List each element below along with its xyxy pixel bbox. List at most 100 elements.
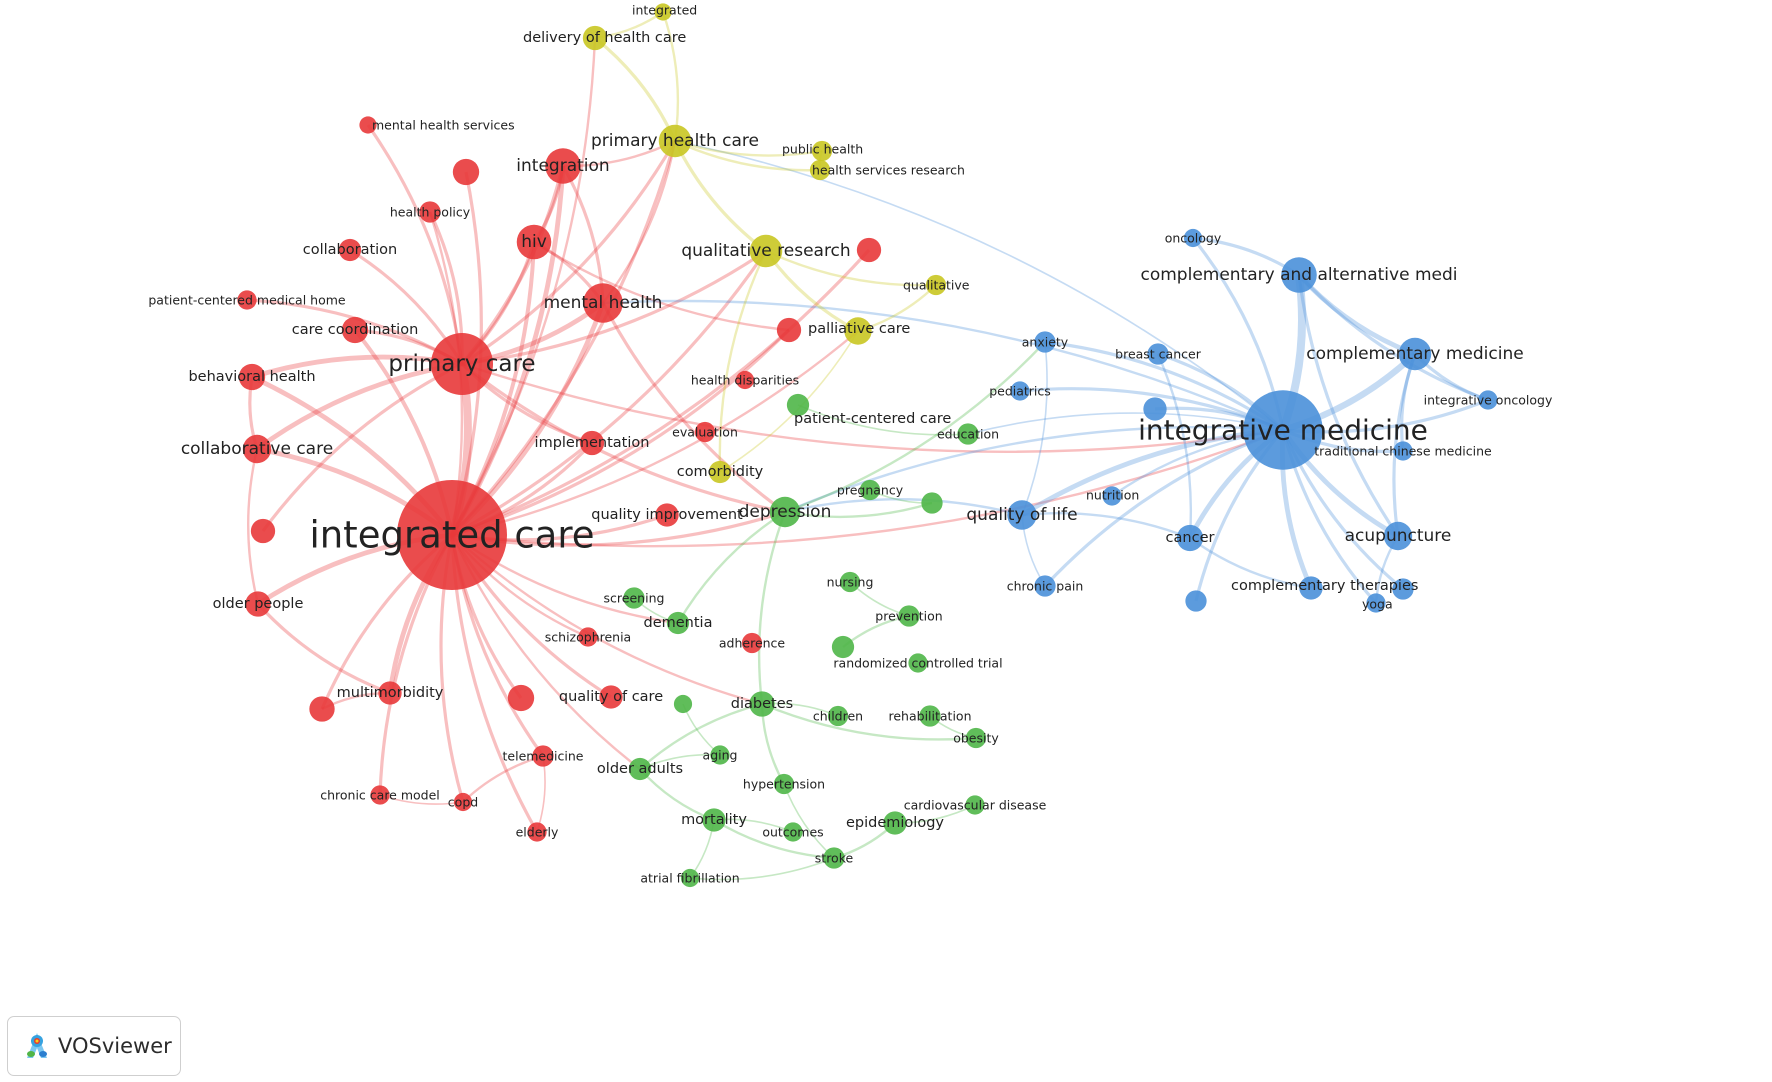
node-patient-centered-medical-home[interactable] <box>237 290 257 310</box>
node-collaboration[interactable] <box>338 238 362 262</box>
node-r-unl-4[interactable] <box>309 696 335 722</box>
node-g-unl-2[interactable] <box>831 635 855 659</box>
node-palliative-care[interactable] <box>844 317 872 345</box>
node-integrative-oncology[interactable] <box>1478 390 1498 410</box>
node-public-health[interactable] <box>811 140 833 162</box>
node-complementary-and-alternative-medi[interactable] <box>1281 257 1317 293</box>
node-chronic-care-model[interactable] <box>370 785 390 805</box>
node-integrated-care[interactable] <box>397 480 507 590</box>
node-evaluation[interactable] <box>694 421 716 443</box>
node-breast-cancer[interactable] <box>1147 343 1169 365</box>
node-r-unl-1[interactable] <box>452 158 480 186</box>
node-b-unl-3[interactable] <box>1392 578 1414 600</box>
node-g-unl-1[interactable] <box>921 492 943 514</box>
node-children[interactable] <box>827 705 849 727</box>
node-complementary-therapies[interactable] <box>1299 576 1323 600</box>
node-care-coordination[interactable] <box>341 316 369 344</box>
node-anxiety[interactable] <box>1034 331 1056 353</box>
label-collaborative-care: collaborative care <box>181 439 333 459</box>
node-r-unl-6[interactable] <box>507 684 535 712</box>
label-pregnancy: pregnancy <box>837 483 904 498</box>
node-epidemiology[interactable] <box>883 811 907 835</box>
node-nutrition[interactable] <box>1102 486 1122 506</box>
node-depression[interactable] <box>769 496 801 528</box>
node-rehabilitation[interactable] <box>919 705 941 727</box>
node-aging[interactable] <box>710 745 730 765</box>
node-hiv[interactable] <box>516 224 552 260</box>
node-atrial-fibrillation[interactable] <box>680 868 700 888</box>
node-copd[interactable] <box>453 792 473 812</box>
node-elderly[interactable] <box>527 822 547 842</box>
node-integrated[interactable] <box>654 3 672 21</box>
node-r-unl-3[interactable] <box>776 317 802 343</box>
node-hypertension[interactable] <box>773 773 795 795</box>
node-complementary-medicine[interactable] <box>1398 337 1432 371</box>
link-diabetes--obesity <box>761 702 977 741</box>
label-quality-of-life: quality of life <box>966 505 1077 525</box>
node-qualitative[interactable] <box>925 274 947 296</box>
node-outcomes[interactable] <box>783 822 803 842</box>
vosviewer-logo-icon <box>27 1033 47 1058</box>
node-dementia[interactable] <box>666 611 690 635</box>
node-collaborative-care[interactable] <box>242 434 272 464</box>
node-qualitative-research[interactable] <box>749 234 783 268</box>
node-b-unl-1[interactable] <box>1143 397 1167 421</box>
link-quality-of-life--depression <box>784 498 1023 517</box>
label-integrative-oncology: integrative oncology <box>1424 393 1553 408</box>
node-multimorbidity[interactable] <box>378 681 402 705</box>
node-stroke[interactable] <box>823 847 845 869</box>
node-screening[interactable] <box>623 587 645 609</box>
node-quality-of-care[interactable] <box>599 685 623 709</box>
label-multimorbidity: multimorbidity <box>337 685 444 701</box>
node-r-unl-2[interactable] <box>856 237 882 263</box>
node-primary-health-care[interactable] <box>658 124 692 158</box>
node-quality-improvement[interactable] <box>655 503 679 527</box>
node-r-unl-5[interactable] <box>250 518 276 544</box>
node-schizophrenia[interactable] <box>578 627 598 647</box>
node-diabetes[interactable] <box>749 691 775 717</box>
node-education[interactable] <box>957 423 979 445</box>
node-health-services-research[interactable] <box>809 159 831 181</box>
node-g-unl-3[interactable] <box>673 694 693 714</box>
node-behavioral-health[interactable] <box>238 363 266 391</box>
node-integration[interactable] <box>545 148 581 184</box>
node-implementation[interactable] <box>579 430 605 456</box>
node-pediatrics[interactable] <box>1010 381 1030 401</box>
link-primary-health-care--health-services-research <box>674 139 821 172</box>
node-chronic-pain[interactable] <box>1034 575 1056 597</box>
node-obesity[interactable] <box>965 727 987 749</box>
node-b-unl-2[interactable] <box>1185 590 1207 612</box>
node-older-people[interactable] <box>245 591 271 617</box>
node-comorbidity[interactable] <box>708 460 732 484</box>
node-yoga[interactable] <box>1366 593 1386 613</box>
node-oncology[interactable] <box>1183 228 1203 248</box>
node-patient-centered-care[interactable] <box>786 393 810 417</box>
node-acupuncture[interactable] <box>1383 521 1413 551</box>
node-mental-health-services[interactable] <box>359 116 377 134</box>
node-older-adults[interactable] <box>628 757 652 781</box>
node-prevention[interactable] <box>898 605 920 627</box>
node-cardiovascular-disease[interactable] <box>965 795 985 815</box>
label-pediatrics: pediatrics <box>989 384 1051 399</box>
node-primary-care[interactable] <box>430 332 494 396</box>
node-mental-health[interactable] <box>583 283 623 323</box>
node-telemedicine[interactable] <box>532 745 554 767</box>
node-mortality[interactable] <box>702 808 726 832</box>
label-traditional-chinese-medicine: traditional chinese medicine <box>1314 444 1492 459</box>
node-cancer[interactable] <box>1176 524 1204 552</box>
link-qualitative-research--comorbidity <box>718 250 768 473</box>
node-traditional-chinese-medicine[interactable] <box>1393 441 1413 461</box>
node-quality-of-life[interactable] <box>1007 500 1037 530</box>
node-health-policy[interactable] <box>419 201 441 223</box>
node-integrative-medicine[interactable] <box>1243 390 1323 470</box>
node-nursing[interactable] <box>839 571 861 593</box>
node-randomized-controlled-trial[interactable] <box>908 653 928 673</box>
node-health-disparities[interactable] <box>735 370 755 390</box>
link-qualitative-research--palliative-care <box>764 250 859 333</box>
node-adherence[interactable] <box>741 632 763 654</box>
link-cancer--complementary-therapies <box>1189 537 1312 590</box>
link-complementary-medicine--acupuncture <box>1392 353 1417 537</box>
node-pregnancy[interactable] <box>859 479 881 501</box>
node-delivery-of-health-care[interactable] <box>582 25 608 51</box>
